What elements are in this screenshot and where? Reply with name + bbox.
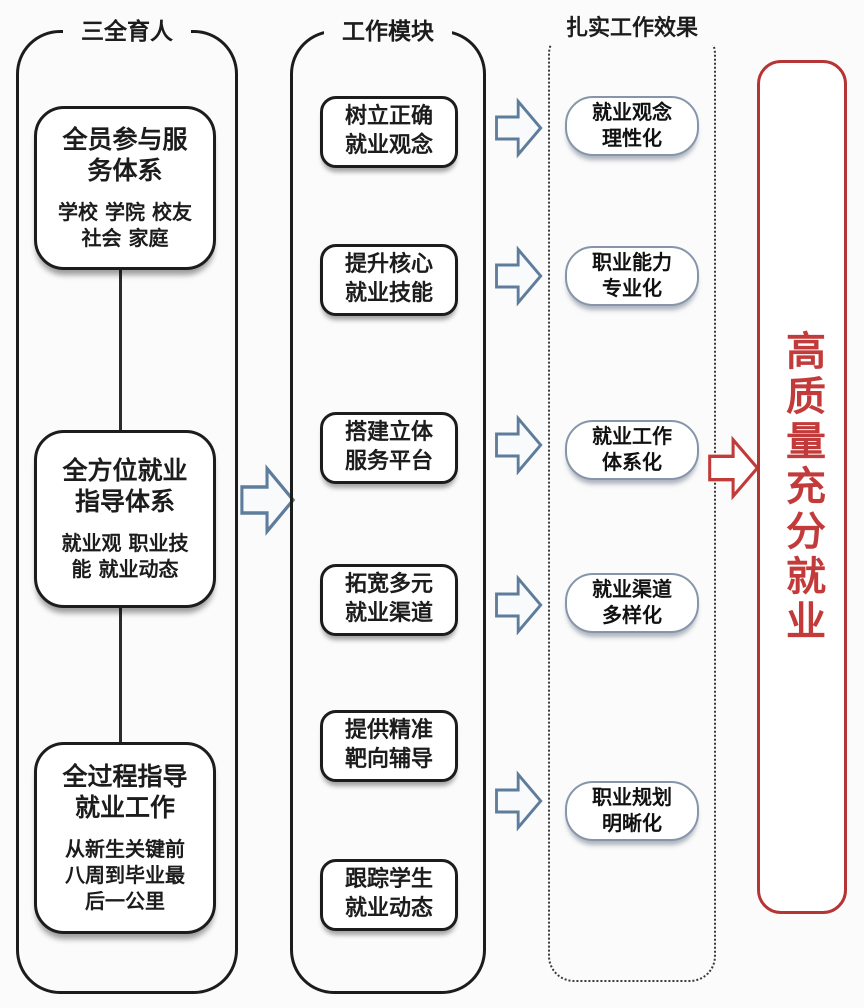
pillar-connector-line [119, 598, 122, 746]
pillar-title: 全过程指导 就业工作 [62, 762, 188, 822]
pillar-connector-line [119, 262, 122, 434]
module-box: 树立正确 就业观念 [320, 96, 458, 168]
pillar-subtitle: 就业观 职业技 能 就业动态 [61, 531, 189, 581]
pillars-frame: 三全育人 [16, 16, 238, 994]
module-box: 跟踪学生 就业动态 [320, 859, 458, 931]
right-block-arrow-icon [494, 768, 544, 834]
effects-frame: 扎实工作效果 [547, 13, 717, 982]
effect-pill: 职业规划 明晰化 [565, 781, 699, 841]
goal-label: 高质量充分就业 [779, 329, 825, 645]
module-box: 提供精准 靶向辅导 [320, 710, 458, 782]
effect-pill: 职业能力 专业化 [565, 246, 699, 306]
right-block-arrow-icon [494, 412, 544, 478]
right-block-arrow-icon [494, 95, 544, 161]
module-box: 拓宽多元 就业渠道 [320, 564, 458, 636]
modules-frame: 工作模块 [290, 16, 486, 994]
module-box: 提升核心 就业技能 [320, 244, 458, 316]
effect-pill: 就业工作 体系化 [565, 420, 699, 480]
pillars-header: 三全育人 [63, 16, 191, 48]
pillar-title: 全员参与服 务体系 [62, 125, 188, 185]
right-block-arrow-icon [494, 572, 544, 638]
modules-header: 工作模块 [324, 16, 452, 48]
right-block-arrow-icon [239, 461, 297, 539]
pillar-subtitle: 学校 学院 校友 社会 家庭 [58, 200, 192, 250]
goal-box: 高质量充分就业 [757, 60, 847, 914]
pillar-subtitle: 从新生关键前 八周到毕业最 后一公里 [65, 837, 185, 913]
effect-pill: 就业渠道 多样化 [565, 573, 699, 633]
pillar-box-whole-process: 全过程指导 就业工作 从新生关键前 八周到毕业最 后一公里 [34, 742, 216, 934]
goal-arrow-icon [707, 433, 761, 503]
pillar-title: 全方位就业 指导体系 [62, 456, 188, 516]
pillar-box-all-staff: 全员参与服 务体系 学校 学院 校友 社会 家庭 [34, 106, 216, 270]
module-box: 搭建立体 服务平台 [320, 412, 458, 484]
effect-pill: 就业观念 理性化 [565, 96, 699, 156]
pillar-box-all-round: 全方位就业 指导体系 就业观 职业技 能 就业动态 [34, 430, 216, 608]
effects-header: 扎实工作效果 [547, 13, 717, 45]
right-block-arrow-icon [494, 243, 544, 309]
